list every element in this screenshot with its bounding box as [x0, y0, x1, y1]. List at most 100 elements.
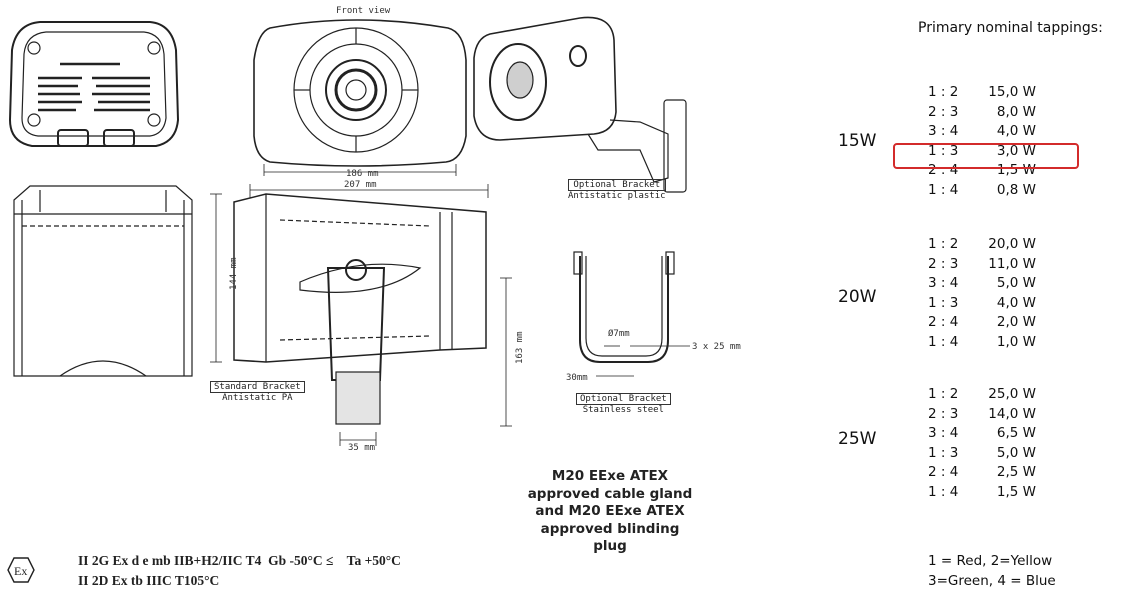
ex-hexagon-icon: Ex [7, 557, 35, 583]
table-row: 3 : 4 4,0 W [928, 122, 1036, 142]
gland-line: and M20 EExe ATEX [535, 503, 685, 519]
tap-power: 3,0 W [996, 142, 1036, 159]
table-row: 1 : 2 15,0 W [928, 83, 1036, 103]
bracket-title: Optional Bracket [576, 393, 671, 405]
tap-ratio: 1 : 4 [928, 333, 959, 350]
tap-ratio: 2 : 4 [928, 464, 959, 480]
table-row: 2 : 3 11,0 W [928, 255, 1036, 275]
table-row: 1 : 4 1,5 W [928, 483, 1036, 503]
table-row: 3 : 4 6,5 W [928, 424, 1036, 444]
bracket-subtitle: Antistatic plastic [568, 191, 666, 201]
tap-ratio: 1 : 3 [928, 444, 959, 461]
atex-line-1: II 2G Ex d e mb IIB+H2/IIC T4 Gb -50°C ≤… [78, 553, 401, 568]
tap-power: 4,0 W [996, 123, 1036, 139]
tap-power: 8,0 W [996, 103, 1036, 120]
gland-line: approved cable gland [527, 485, 693, 502]
table-row: 1 : 2 25,0 W [928, 385, 1036, 405]
tap-power: 1,5 W [996, 162, 1036, 178]
rear-plate-view [8, 21, 180, 147]
tap-ratio: 1 : 4 [928, 181, 959, 198]
tap-ratio: 2 : 4 [928, 314, 959, 330]
stainless-bracket-drawing [573, 251, 690, 377]
table-row: 2 : 3 14,0 W [928, 405, 1036, 425]
legend-line: 1 = Red, 2=Yellow [928, 553, 1053, 569]
legend-line: 3=Green, 4 = Blue [928, 572, 1056, 589]
dim-186: 186 mm [346, 169, 379, 179]
tap-ratio: 1 : 4 [928, 483, 959, 500]
tap-ratio: 1 : 2 [928, 236, 959, 252]
dim-7mm: Ø7mm [608, 328, 630, 339]
tap-ratio: 1 : 3 [928, 142, 959, 159]
dim-163: 163 mm [515, 331, 525, 364]
bracket-subtitle: Stainless steel [582, 405, 664, 415]
tap-power: 2,0 W [996, 314, 1036, 330]
tap-ratio: 2 : 4 [928, 162, 959, 178]
cable-gland-note: M20 EExe ATEX approved cable gland and M… [510, 468, 710, 556]
table-row: 2 : 4 2,0 W [928, 313, 1036, 333]
tap-ratio: 2 : 3 [928, 405, 959, 422]
tap-power: 25,0 W [988, 386, 1036, 402]
table-row: 1 : 3 5,0 W [928, 444, 1036, 464]
table-row: 1 : 3 3,0 W [928, 142, 1036, 162]
bracket-title: Standard Bracket [210, 381, 305, 393]
side-view [13, 185, 193, 377]
tap-ratio: 3 : 4 [928, 275, 959, 291]
bracket-title: Optional Bracket [568, 179, 666, 191]
gland-line: M20 EExe ATEX [551, 468, 669, 484]
atex-line-2: II 2D Ex tb IIIC T105°C [78, 573, 220, 588]
gland-line: approved blinding [540, 520, 680, 537]
tap-power: 5,0 W [996, 444, 1036, 461]
tap-power: 6,5 W [996, 425, 1036, 441]
svg-text:Ex: Ex [14, 564, 27, 578]
dim-base: 35 mm [348, 443, 375, 453]
table-row: 1 : 4 1,0 W [928, 333, 1036, 353]
optional-bracket-plastic-label: Optional Bracket Antistatic plastic [568, 179, 666, 201]
tap-power: 14,0 W [988, 405, 1036, 422]
color-legend: 1 = Red, 2=Yellow 3=Green, 4 = Blue [928, 552, 1056, 591]
bracket-subtitle: Antistatic PA [222, 393, 293, 403]
tap-power: 1,5 W [996, 483, 1036, 500]
tap-power: 11,0 W [988, 255, 1036, 272]
rating-20w: 20W [838, 287, 877, 307]
tappings-heading: Primary nominal tappings: [918, 20, 1103, 36]
rating-15w: 15W [838, 131, 877, 151]
dim-144: 144 mm [229, 257, 239, 290]
tap-power: 20,0 W [988, 236, 1036, 252]
tap-ratio: 2 : 3 [928, 103, 959, 120]
optional-bracket-steel-label: Optional Bracket Stainless steel [576, 393, 671, 415]
tap-ratio: 1 : 2 [928, 84, 959, 100]
gland-line: plug [593, 538, 627, 554]
tap-power: 15,0 W [988, 84, 1036, 100]
dimensioned-side-view [210, 184, 512, 446]
tap-ratio: 2 : 3 [928, 255, 959, 272]
dim-207: 207 mm [344, 180, 377, 190]
table-row: 2 : 4 2,5 W [928, 463, 1036, 483]
tappings-25w-table: 1 : 2 25,0 W 2 : 3 14,0 W 3 : 4 6,5 W 1 : 3… [928, 385, 1036, 502]
table-row: 1 : 3 4,0 W [928, 294, 1036, 314]
tappings-20w-table: 1 : 2 20,0 W 2 : 3 11,0 W 3 : 4 5,0 W 1 : 3… [928, 235, 1036, 352]
tap-power: 4,0 W [996, 294, 1036, 311]
table-row: 2 : 4 1,5 W [928, 161, 1036, 181]
tap-ratio: 3 : 4 [928, 425, 959, 441]
dim-30mm: 30mm [566, 373, 588, 383]
tap-power: 1,0 W [996, 333, 1036, 350]
atex-marking: II 2G Ex d e mb IIB+H2/IIC T4 Gb -50°C ≤… [78, 551, 401, 591]
table-row: 3 : 4 5,0 W [928, 274, 1036, 294]
rating-25w: 25W [838, 429, 877, 449]
tap-ratio: 3 : 4 [928, 123, 959, 139]
tap-ratio: 1 : 2 [928, 386, 959, 402]
standard-bracket-label: Standard Bracket Antistatic PA [210, 381, 305, 403]
front-view [253, 19, 467, 176]
dim-3x25: 3 x 25 mm [692, 342, 741, 352]
front-view-label: Front view [336, 6, 391, 16]
tap-ratio: 1 : 3 [928, 294, 959, 311]
table-row: 1 : 2 20,0 W [928, 235, 1036, 255]
tap-power: 0,8 W [996, 181, 1036, 198]
highlight-box [893, 143, 1079, 169]
tap-power: 2,5 W [996, 464, 1036, 480]
tap-power: 5,0 W [996, 275, 1036, 291]
table-row: 1 : 4 0,8 W [928, 181, 1036, 201]
perspective-view [473, 16, 687, 193]
table-row: 2 : 3 8,0 W [928, 103, 1036, 123]
